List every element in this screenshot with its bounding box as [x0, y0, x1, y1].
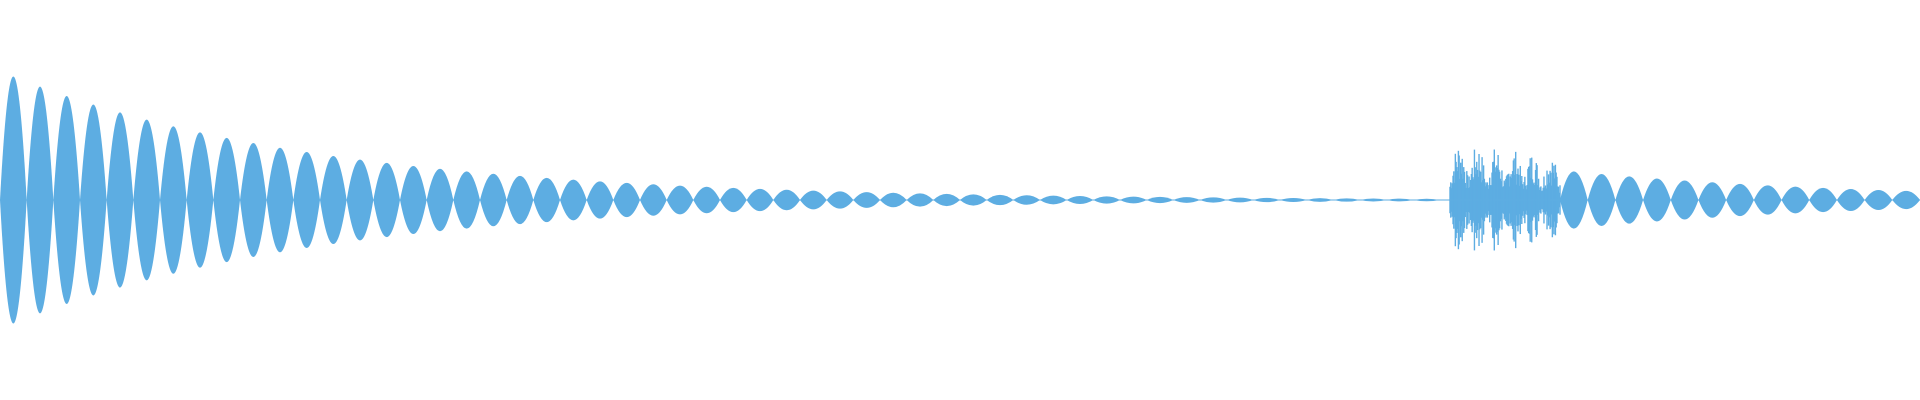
waveform-lobes [0, 76, 1920, 324]
